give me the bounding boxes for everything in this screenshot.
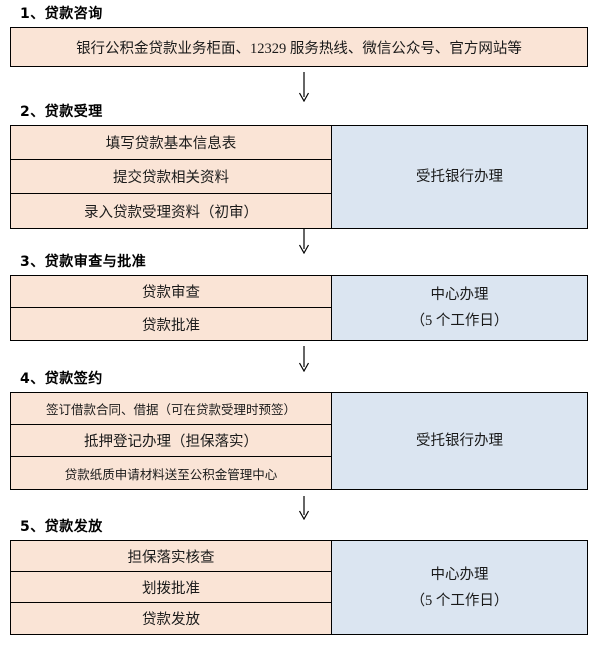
flow-step-4: 4、贷款签约 签订借款合同、借据（可在贷款受理时预签） 抵押登记办理（担保落实）… [10,371,588,490]
step-2-title: 2、贷款受理 [20,104,103,120]
arrow-step4-to-step5 [298,496,310,520]
handler-duration: （5 个工作日） [410,592,509,609]
step-3-body: 贷款审查 贷款批准 中心办理 （5 个工作日） [10,275,588,341]
task-row: 银行公积金贷款业务柜面、12329 服务热线、微信公众号、官方网站等 [11,28,587,66]
flow-step-5: 5、贷款发放 担保落实核查 划拨批准 贷款发放 中心办理 （5 个工作日） [10,519,588,635]
step-5-handler-column: 中心办理 （5 个工作日） [331,541,587,634]
step-5-task-column: 担保落实核查 划拨批准 贷款发放 [11,541,331,634]
task-row: 贷款纸质申请材料送至公积金管理中心 [11,457,331,489]
step-1-body: 银行公积金贷款业务柜面、12329 服务热线、微信公众号、官方网站等 [10,27,588,67]
step-3-title: 3、贷款审查与批准 [20,254,147,270]
task-row: 划拨批准 [11,572,331,603]
handler-label: 中心办理 [430,566,489,583]
step-4-task-column: 签订借款合同、借据（可在贷款受理时预签） 抵押登记办理（担保落实） 贷款纸质申请… [11,393,331,489]
task-row: 担保落实核查 [11,541,331,572]
handler-label: 受托银行办理 [416,433,503,449]
step-5-title: 5、贷款发放 [20,519,103,535]
step-5-body: 担保落实核查 划拨批准 贷款发放 中心办理 （5 个工作日） [10,540,588,635]
task-row: 贷款审查 [11,276,331,308]
step-4-body: 签订借款合同、借据（可在贷款受理时预签） 抵押登记办理（担保落实） 贷款纸质申请… [10,392,588,490]
step-2-task-column: 填写贷款基本信息表 提交贷款相关资料 录入贷款受理资料（初审） [11,126,331,228]
task-row: 提交贷款相关资料 [11,160,331,194]
step-1-title: 1、贷款咨询 [20,6,103,22]
task-row: 填写贷款基本信息表 [11,126,331,160]
task-row: 录入贷款受理资料（初审） [11,194,331,228]
flow-step-2: 2、贷款受理 填写贷款基本信息表 提交贷款相关资料 录入贷款受理资料（初审） 受… [10,104,588,229]
step-3-handler-column: 中心办理 （5 个工作日） [331,276,587,340]
flow-step-3: 3、贷款审查与批准 贷款审查 贷款批准 中心办理 （5 个工作日） [10,254,588,341]
handler-label: 中心办理 [430,287,489,303]
arrow-step3-to-step4 [298,346,310,372]
step-1-task-column: 银行公积金贷款业务柜面、12329 服务热线、微信公众号、官方网站等 [11,28,587,66]
step-4-title: 4、贷款签约 [20,371,103,387]
task-row: 抵押登记办理（担保落实） [11,425,331,457]
task-row: 签订借款合同、借据（可在贷款受理时预签） [11,393,331,425]
step-3-task-column: 贷款审查 贷款批准 [11,276,331,340]
handler-duration: （5 个工作日） [410,313,509,329]
arrow-step1-to-step2 [298,72,310,102]
handler-label: 受托银行办理 [416,169,503,185]
step-2-body: 填写贷款基本信息表 提交贷款相关资料 录入贷款受理资料（初审） 受托银行办理 [10,125,588,229]
task-row: 贷款批准 [11,308,331,340]
flow-step-1: 1、贷款咨询 银行公积金贷款业务柜面、12329 服务热线、微信公众号、官方网站… [10,6,588,67]
task-row: 贷款发放 [11,603,331,634]
step-4-handler-column: 受托银行办理 [331,393,587,489]
arrow-step2-to-step3 [298,228,310,254]
step-2-handler-column: 受托银行办理 [331,126,587,228]
